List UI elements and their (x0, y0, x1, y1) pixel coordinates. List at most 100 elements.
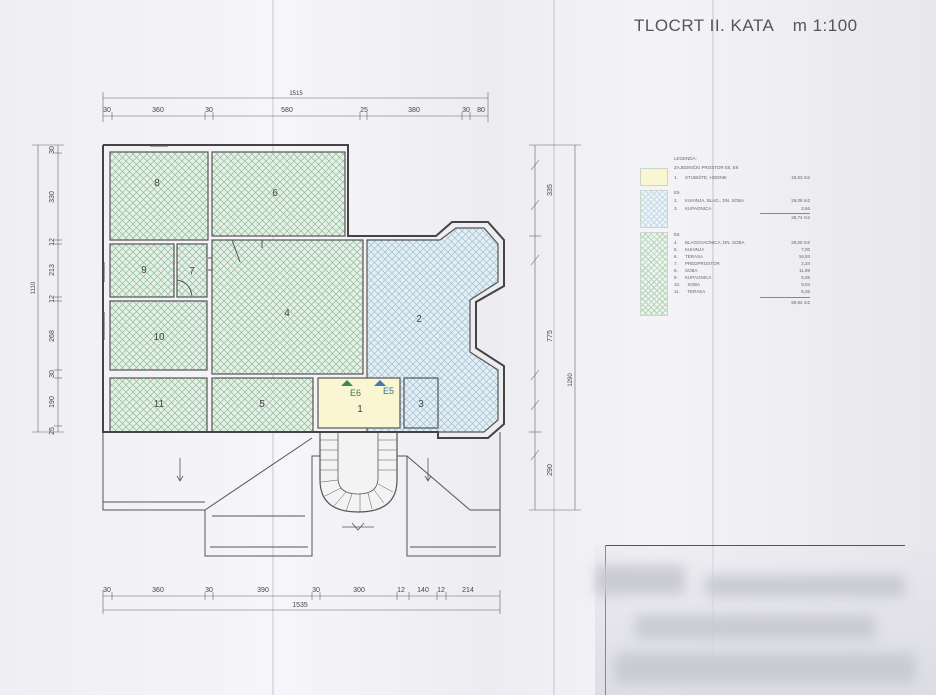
left-dim-3: 12 (49, 238, 56, 246)
legend-row-name: TERASA (685, 254, 704, 259)
legend-row-no: 7. (674, 261, 678, 266)
legend-row-name: SOBA (685, 268, 698, 273)
top-dimension-chain (102, 92, 489, 122)
spiral-staircase (319, 432, 398, 513)
legend-row-value: 2,66 (801, 206, 810, 211)
bottom-dim-8: 140 (417, 587, 429, 594)
legend-row-name: KUHINJA (685, 247, 705, 252)
legend-row: 10. SOBA 9,04 (674, 282, 810, 287)
legend-swatch-common (640, 168, 668, 186)
legend-row-no: 4. (674, 240, 678, 245)
room-3-number: 3 (418, 399, 424, 410)
left-dim-7: 30 (49, 370, 56, 378)
legend-row-no: 3. (674, 206, 678, 211)
room-1-number: 1 (357, 404, 363, 415)
room-8 (109, 151, 209, 241)
legend-row: 7. PREDPROSTOR 2,34 (674, 261, 810, 266)
right-dim-3: 290 (547, 464, 554, 476)
left-dim-2: 330 (49, 191, 56, 203)
top-dim-7: 30 (462, 107, 470, 114)
room-5-number: 5 (259, 399, 265, 410)
legend-total-rule (760, 213, 810, 214)
legend-row-no: 6. (674, 254, 678, 259)
legend-total-value: 28,74 m2 (791, 215, 810, 220)
down-arrow-icon (176, 458, 184, 482)
legend-group-title: ZAJEDNIČKI PROSTOR E5, E6 (674, 165, 739, 170)
legend-row-name: BLAGOVAONICA, DN. SOBA (685, 240, 745, 245)
bottom-total-dimension: 1535 (292, 602, 308, 609)
bottom-dim-9: 12 (437, 587, 445, 594)
title-text: TLOCRT II. KATA (634, 16, 774, 35)
legend-row-name: PREDPROSTOR (685, 261, 720, 266)
legend-row: 4. BLAGOVAONICA, DN. SOBA 29,00 m2 (674, 240, 810, 245)
left-dim-6: 268 (49, 330, 56, 342)
left-dim-1: 30 (49, 146, 56, 154)
room-7 (176, 243, 208, 298)
room-11-number: 11 (154, 399, 165, 410)
room-6-number: 6 (272, 188, 278, 199)
legend-total-rule (760, 297, 810, 298)
room-3 (403, 377, 439, 429)
drawing-title: TLOCRT II. KATA m 1:100 (634, 16, 858, 36)
bottom-dim-1: 30 (103, 587, 111, 594)
room-5 (211, 377, 314, 433)
room-7-number: 7 (189, 266, 195, 277)
legend-row-value: 15,53 m2 (791, 175, 810, 180)
top-dim-6: 380 (408, 107, 420, 114)
redacted-block (595, 565, 685, 595)
top-total-dimension: 1515 (289, 91, 303, 97)
redacted-block (615, 653, 915, 683)
legend-row-value: 29,00 m2 (791, 240, 810, 245)
common-stair-zone (317, 377, 401, 531)
legend-row: 2. KUHINJA, BLAG., DN. SOBA 26,08 m2 (674, 198, 810, 203)
left-dim-4: 213 (49, 264, 56, 276)
room-4-number: 4 (284, 308, 290, 319)
paper-fold-line (712, 0, 714, 695)
top-dim-3: 30 (205, 107, 213, 114)
legend-row-no: 2. (674, 198, 678, 203)
bottom-dim-3: 30 (205, 587, 213, 594)
bottom-dim-2: 360 (152, 587, 164, 594)
room-2-number: 2 (416, 314, 422, 325)
legend-row-value: 7,00 (801, 247, 810, 252)
title-block-border (605, 545, 606, 695)
north-arrow-icon (341, 380, 353, 386)
legend-row-value: 2,34 (801, 261, 810, 266)
legend-row: 8. SOBA 11,89 (674, 268, 810, 273)
entrance-e6-label: E6 (350, 388, 361, 398)
legend-row-no: 5. (674, 247, 678, 252)
legend-row: 5. KUHINJA 7,00 (674, 247, 810, 252)
legend-row: 6. TERASA 16,93 (674, 254, 810, 259)
room-10 (109, 300, 208, 371)
legend-group-title: E5 (674, 190, 680, 195)
legend-swatch-e6 (640, 232, 668, 316)
legend-group-title: E6 (674, 232, 680, 237)
legend-swatch-e5 (640, 190, 668, 228)
left-dimension-chain (32, 144, 64, 433)
down-arrow-icon (424, 458, 432, 482)
left-dim-8: 190 (49, 396, 56, 408)
room-9-number: 9 (141, 265, 147, 276)
bottom-dim-7: 12 (397, 587, 405, 594)
bottom-dimension-chain (102, 590, 501, 614)
legend-row-value: 11,89 (799, 268, 810, 273)
north-arrow-icon (374, 380, 386, 386)
scale-text: m 1:100 (792, 16, 858, 35)
bottom-dim-10: 214 (462, 587, 474, 594)
top-dim-4: 580 (281, 107, 293, 114)
legend-row-value: 9,04 (801, 282, 810, 287)
blurred-title-block (595, 545, 936, 695)
legend-total-value: 90,82 m2 (791, 300, 810, 305)
room-1 (317, 377, 401, 429)
top-dim-2: 360 (152, 107, 164, 114)
top-dim-1: 30 (103, 107, 111, 114)
legend-row-name: STUBIŠTE, HODNIK (685, 175, 728, 180)
right-dim-1: 335 (547, 184, 554, 196)
right-dimension-chain (529, 144, 581, 511)
redacted-block (635, 615, 875, 639)
apartment-e6-areas (109, 151, 364, 433)
interior-walls (103, 145, 263, 340)
legend-row-name: SOBA (687, 282, 701, 287)
title-block-border (605, 545, 905, 546)
